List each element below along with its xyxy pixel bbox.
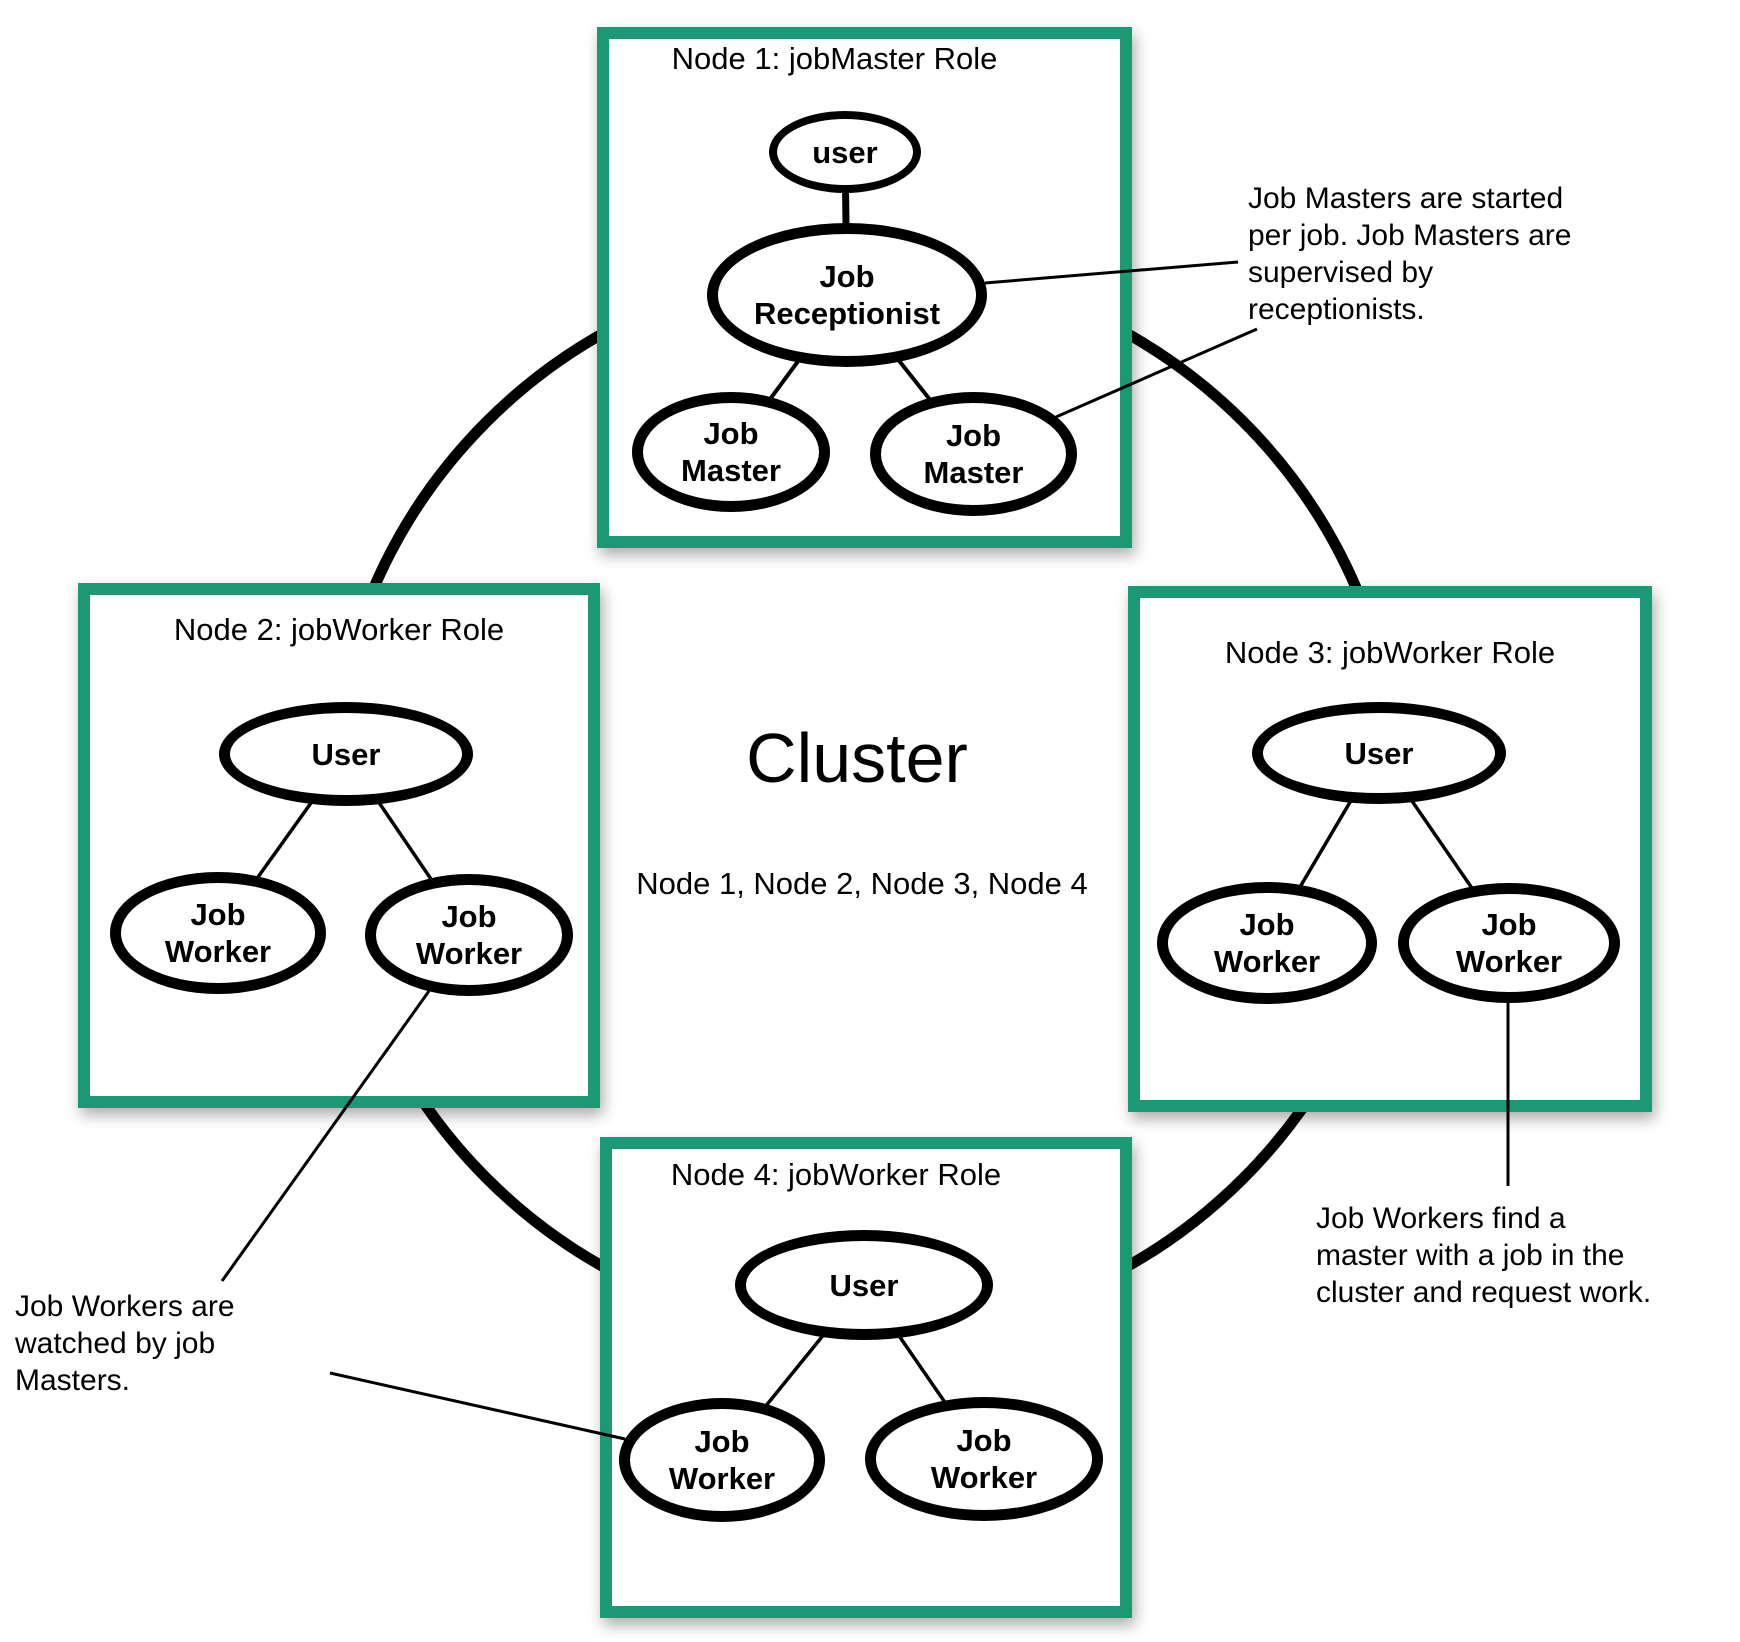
cluster-node-list: Node 1, Node 2, Node 3, Node 4 <box>636 866 1088 901</box>
leader-worker-to-watched-note <box>220 990 431 1282</box>
node4-ellipse-job-worker-1: Job Worker <box>619 1398 825 1522</box>
node4-ellipse-job-worker-2: Job Worker <box>865 1397 1103 1521</box>
annotation-job-masters: Job Masters are started per job. Job Mas… <box>1248 182 1572 326</box>
node4-box <box>600 1137 1132 1618</box>
node2-box <box>78 583 600 1108</box>
cluster-label: Cluster <box>746 719 968 797</box>
leader-watched-note-to-worker <box>329 1371 626 1441</box>
node1-title: Node 1: jobMaster Role <box>671 41 998 76</box>
annotation-job-workers-find: Job Workers find a master with a job in … <box>1316 1202 1652 1309</box>
node1-ellipse-job-receptionist: Job Receptionist <box>707 223 987 367</box>
annotation-job-workers-watched: Job Workers are watched by job Masters. <box>15 1290 235 1397</box>
node4-title: Node 4: jobWorker Role <box>670 1157 1002 1192</box>
node2-ellipse-job-worker-2: Job Worker <box>365 874 573 996</box>
node1-ellipse-job-master-1: Job Master <box>632 392 830 512</box>
node2-ellipse-user: User <box>219 702 473 806</box>
leader-receptionist-to-note <box>984 260 1239 285</box>
node3-ellipse-job-worker-2: Job Worker <box>1398 883 1620 1003</box>
node2-title: Node 2: jobWorker Role <box>173 612 505 647</box>
node3-ellipse-job-worker-1: Job Worker <box>1157 882 1377 1004</box>
node1-ellipse-user: user <box>769 111 921 193</box>
node1-ellipse-job-master-2: Job Master <box>870 392 1077 516</box>
node3-title: Node 3: jobWorker Role <box>1224 635 1556 670</box>
leader-master-to-note <box>1055 327 1258 419</box>
node2-ellipse-job-worker-1: Job Worker <box>110 872 326 994</box>
node4-ellipse-user: User <box>735 1230 993 1340</box>
node3-ellipse-user: User <box>1252 702 1506 804</box>
node3-box <box>1128 586 1652 1112</box>
